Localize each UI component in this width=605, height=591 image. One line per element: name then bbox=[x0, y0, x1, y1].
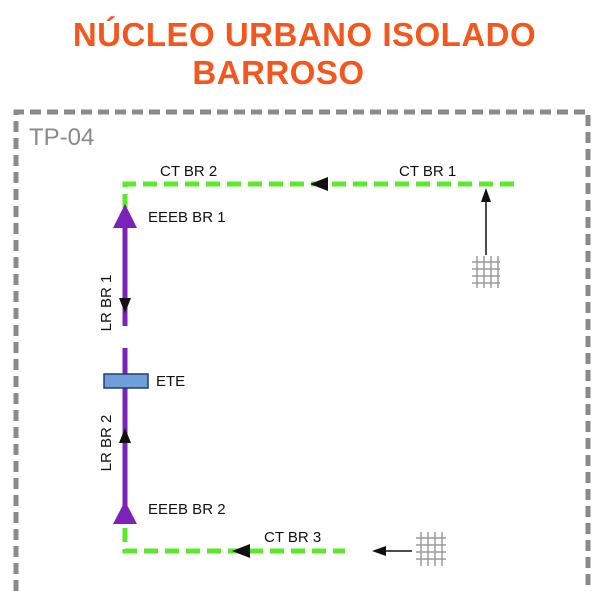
label-ct-br-3: CT BR 3 bbox=[264, 529, 321, 546]
frame bbox=[13, 109, 591, 591]
label-ct-br-2: CT BR 2 bbox=[160, 163, 217, 180]
flow-arrow-icon bbox=[310, 177, 328, 191]
pump-triangle-icon bbox=[113, 501, 137, 524]
flow-arrow-icon bbox=[232, 544, 250, 558]
locality-connection-2 bbox=[372, 546, 412, 556]
collector-top bbox=[122, 181, 518, 208]
locality-grid-icon bbox=[416, 532, 446, 566]
pump-triangle-icon bbox=[113, 204, 137, 228]
title-line-2: BARROSO bbox=[192, 54, 365, 91]
locality-connection-1 bbox=[481, 188, 491, 255]
flow-arrow-icon bbox=[481, 188, 491, 202]
frame-label: TP-04 bbox=[29, 124, 94, 151]
flow-arrow-icon bbox=[119, 428, 131, 443]
flow-arrow-icon bbox=[372, 546, 386, 556]
label-eeeb-br-2: EEEB BR 2 bbox=[148, 501, 226, 518]
label-ct-br-1: CT BR 1 bbox=[399, 163, 456, 180]
flow-arrow-icon bbox=[119, 298, 131, 313]
label-lr-br-1: LR BR 1 bbox=[98, 275, 115, 332]
locality-grid-icon bbox=[472, 256, 500, 288]
label-ete: ETE bbox=[156, 373, 185, 390]
label-lr-br-2: LR BR 2 bbox=[98, 415, 115, 472]
collector-bottom bbox=[122, 528, 345, 554]
title-line-1: NÚCLEO URBANO ISOLADO bbox=[72, 16, 537, 53]
label-eeeb-br-1: EEEB BR 1 bbox=[148, 209, 226, 226]
ete-block bbox=[103, 373, 149, 389]
